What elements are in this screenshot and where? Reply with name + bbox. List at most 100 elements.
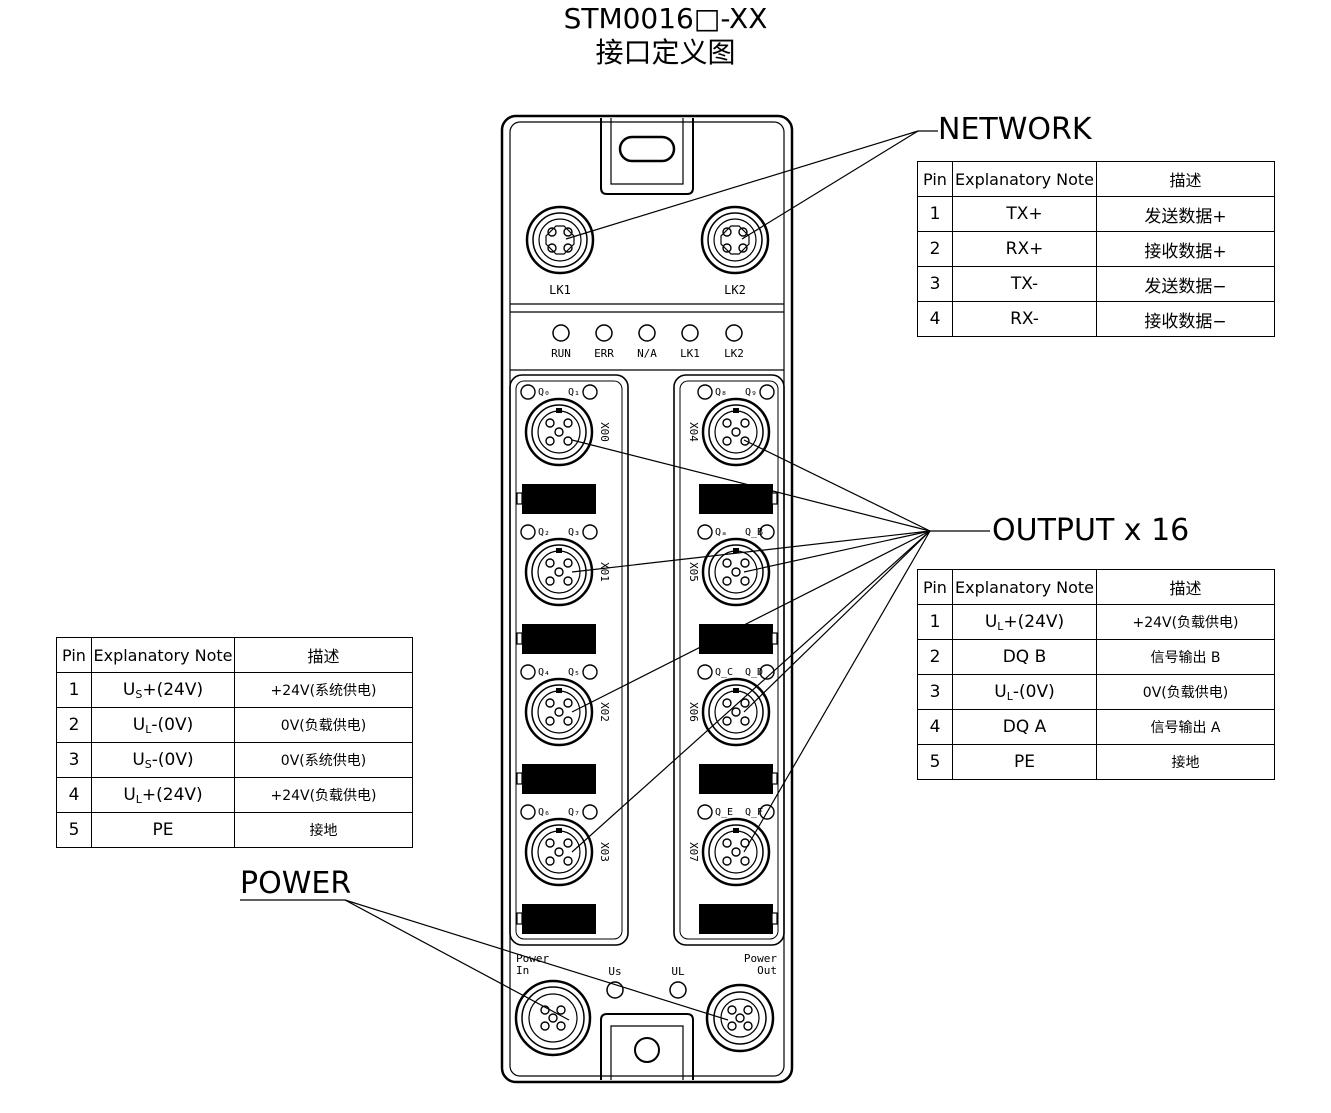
power-out-label-2: Out (757, 964, 777, 977)
pin-number: 3 (56, 742, 92, 778)
note-main: U (984, 611, 998, 632)
description: 接收数据+ (1096, 231, 1275, 267)
output-label: OUTPUT x 16 (992, 513, 1190, 548)
lk2-port-label: LK2 (724, 283, 746, 297)
port-label: X04 (687, 422, 700, 442)
label-block (699, 764, 773, 794)
port-label: X02 (598, 702, 611, 722)
lk1-port-label: LK1 (549, 283, 571, 297)
header-description: 描述 (1096, 161, 1275, 197)
description: 0V(负载供电) (1096, 674, 1275, 710)
note-main: U (123, 784, 136, 805)
description: 发送数据+ (1096, 196, 1275, 232)
note-subscript: L (1006, 689, 1013, 703)
description: +24V(负载供电) (1096, 604, 1275, 640)
pin-number: 1 (56, 672, 92, 708)
q-label: Q₄ (538, 667, 550, 678)
diagram-subtitle: 接口定义图 (595, 36, 736, 69)
led-err-label: ERR (594, 347, 614, 360)
pin-number: 3 (917, 266, 953, 302)
explanatory-note: TX- (952, 266, 1097, 302)
power-in-label-2: In (516, 964, 529, 977)
q-label: Q_F (745, 807, 763, 818)
pin-number: 4 (917, 709, 953, 745)
label-block (699, 904, 773, 934)
port-label: X06 (687, 702, 700, 722)
header-pin: Pin (917, 569, 953, 605)
header-description: 描述 (234, 637, 413, 673)
power-out-label-1: Power (744, 952, 777, 965)
description: 信号输出 B (1096, 639, 1275, 675)
note-rest: -(0V) (1012, 681, 1055, 702)
note-subscript: L (135, 792, 142, 806)
table-row: 1 UL+(24V) +24V(负载供电) (917, 604, 1275, 640)
label-block (522, 624, 596, 654)
led-lk2-label: LK2 (724, 347, 744, 360)
description: 0V(系统供电) (234, 742, 413, 778)
network-port-lk2 (700, 205, 770, 275)
pin-number: 2 (917, 231, 953, 267)
q-label: Q_D (745, 667, 763, 678)
led-na-label: N/A (637, 347, 657, 360)
explanatory-note: DQ A (952, 709, 1097, 745)
power-out-port (705, 983, 775, 1053)
note-rest: +(24V) (1003, 611, 1065, 632)
note-rest: -(0V) (151, 714, 194, 735)
pin-number: 4 (917, 301, 953, 337)
q-label: Q₂ (538, 527, 550, 538)
q-label: Q_B (745, 527, 763, 538)
note-subscript: L (997, 619, 1004, 633)
q-label: Q_E (715, 807, 733, 818)
note-main: DQ A (1002, 716, 1047, 737)
header-description: 描述 (1096, 569, 1275, 605)
note-main: PE (1014, 751, 1035, 772)
pin-number: 5 (917, 744, 953, 780)
q-label: Q_C (715, 667, 733, 678)
note-main: PE (152, 819, 174, 840)
label-block (699, 484, 773, 514)
note-rest: +(24V) (141, 784, 203, 805)
q-label: Q₉ (745, 387, 757, 398)
pin-number: 1 (917, 604, 953, 640)
q-label: Q₃ (568, 527, 580, 538)
power-in-port (514, 979, 592, 1057)
explanatory-note: TX+ (952, 196, 1097, 232)
explanatory-note: US+(24V) (91, 672, 235, 708)
led-run-label: RUN (551, 347, 571, 360)
explanatory-note: UL-(0V) (952, 674, 1097, 710)
note-main: U (994, 681, 1007, 702)
note-subscript: S (144, 757, 152, 771)
description: 信号输出 A (1096, 709, 1275, 745)
pin-number: 5 (56, 812, 92, 848)
note-rest: -(0V) (151, 749, 194, 770)
table-row: 4 DQ A 信号输出 A (917, 709, 1275, 745)
note-subscript: S (135, 687, 143, 701)
network-port-lk1 (525, 205, 595, 275)
label-block (522, 904, 596, 934)
output-port-6: Q_C Q_D X06 (687, 664, 778, 794)
note-subscript: L (145, 722, 152, 736)
q-label: Q₈ (715, 387, 727, 398)
port-label: X03 (598, 842, 611, 862)
q-label: Q₀ (538, 387, 550, 398)
led-lk1-label: LK1 (680, 347, 700, 360)
description: 接地 (234, 812, 413, 848)
pin-number: 2 (917, 639, 953, 675)
header-pin: Pin (917, 161, 953, 197)
table-row: 5 PE 接地 (56, 812, 413, 848)
explanatory-note: PE (91, 812, 235, 848)
note-main: U (122, 679, 136, 700)
